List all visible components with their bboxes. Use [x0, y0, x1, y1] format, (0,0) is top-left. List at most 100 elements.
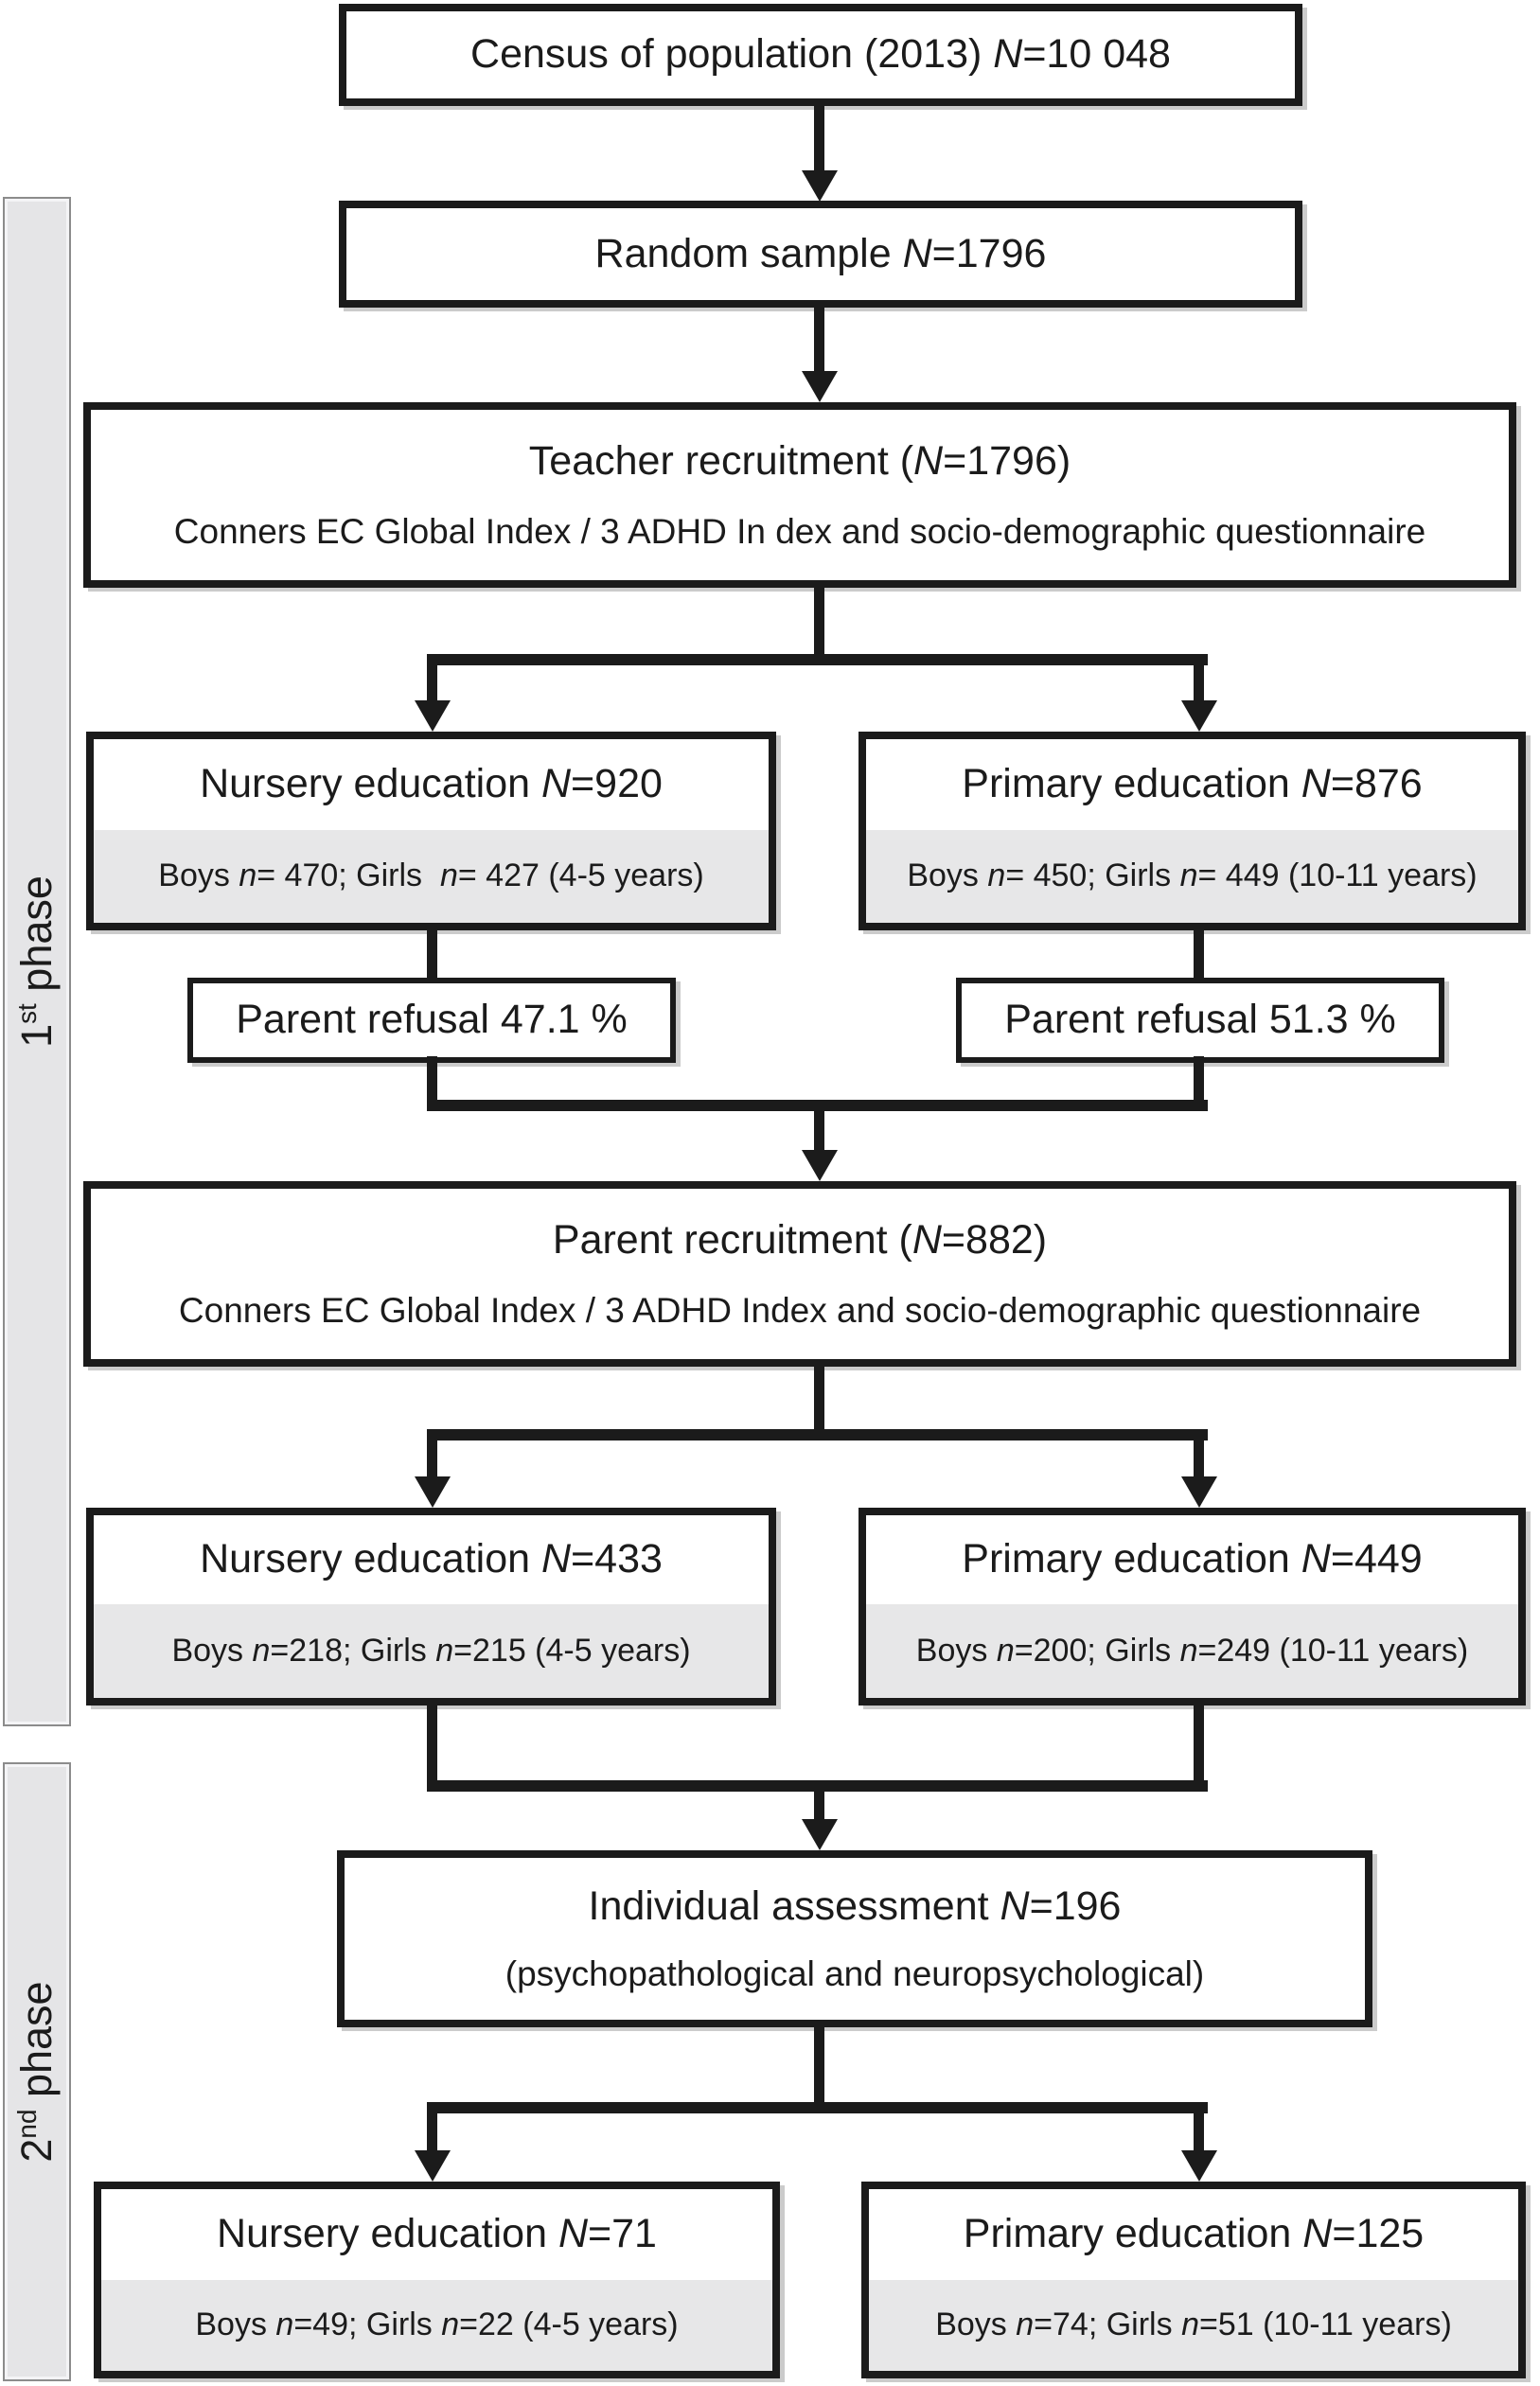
primary-phase2-title-value: =449	[1330, 1536, 1423, 1582]
arrowhead-down-icon	[1181, 1476, 1217, 1508]
primary-phase1-title-value: =876	[1330, 761, 1423, 807]
connector-line	[1194, 1701, 1204, 1786]
primary-phase2-box: Primary education N=449 Boys n=200; Girl…	[859, 1508, 1526, 1706]
parent-recruitment-box: Parent recruitment (N=882) Conners EC Gl…	[83, 1181, 1516, 1367]
nursery-phase1-title-value: =920	[571, 761, 663, 807]
phase1-word: phase	[12, 875, 61, 1004]
arrowhead-down-icon	[802, 1819, 838, 1850]
connector-line	[1194, 2102, 1204, 2154]
primary-phase3-title-zone: Primary education N=125	[869, 2189, 1518, 2280]
nursery-phase3-stats-band: Boys n=49; Girls n=22 (4-5 years)	[101, 2280, 772, 2371]
nursery-phase1-stats: Boys n= 470; Girls n= 427 (4-5 years)	[158, 858, 703, 893]
stats-text: Boys	[907, 857, 988, 894]
arrowhead-down-icon	[415, 700, 451, 732]
nursery-phase1-title-nvar: N	[540, 761, 572, 807]
stats-nvar: n	[1181, 2306, 1199, 2343]
stats-nvar: n	[435, 1632, 454, 1669]
nursery-phase1-title: Nursery education N=920	[200, 762, 663, 806]
nursery-phase2-box: Nursery education N=433 Boys n=218; Girl…	[86, 1508, 776, 1706]
stats-text: = 450; Girls	[1005, 857, 1180, 894]
primary-phase1-stats: Boys n= 450; Girls n= 449 (10-11 years)	[907, 858, 1477, 893]
connector-line	[427, 1701, 437, 1786]
stats-text: = 449 (10-11 years)	[1197, 857, 1478, 894]
primary-phase2-stats: Boys n=200; Girls n=249 (10-11 years)	[915, 1632, 1468, 1669]
nursery-phase1-box: Nursery education N=920 Boys n= 470; Gir…	[86, 732, 776, 930]
primary-phase2-title-nvar: N	[1301, 1536, 1331, 1582]
nursery-phase2-stats: Boys n=218; Girls n=215 (4-5 years)	[171, 1632, 690, 1669]
stats-text: Boys	[915, 1632, 997, 1669]
teacher-title-nvar: N	[913, 437, 944, 484]
teacher-recruitment-subtitle: Conners EC Global Index / 3 ADHD In dex …	[173, 511, 1426, 551]
nursery-phase2-title: Nursery education N=433	[200, 1537, 663, 1582]
arrowhead-down-icon	[1181, 2150, 1217, 2182]
primary-phase1-stats-band: Boys n= 450; Girls n= 449 (10-11 years)	[866, 830, 1518, 923]
connector-line	[427, 1429, 437, 1480]
phase1-label: 1st phase	[12, 875, 62, 1048]
nursery-phase3-stats: Boys n=49; Girls n=22 (4-5 years)	[195, 2307, 678, 2342]
phase1-number: 1	[12, 1023, 61, 1048]
random-title-value: =1796	[931, 230, 1047, 276]
parent-refusal-right-text: Parent refusal 51.3 %	[1004, 997, 1396, 1043]
primary-phase2-stats-band: Boys n=200; Girls n=249 (10-11 years)	[866, 1604, 1518, 1698]
teacher-recruitment-box: Teacher recruitment (N=1796) Conners EC …	[83, 402, 1516, 588]
phase2-number: 2	[12, 2138, 61, 2163]
phase1-ordinal: st	[12, 1003, 42, 1024]
nursery-phase3-title-zone: Nursery education N=71	[101, 2189, 772, 2280]
phase2-sidebar: 2nd phase	[3, 1762, 71, 2381]
primary-phase1-box: Primary education N=876 Boys n= 450; Gir…	[859, 732, 1526, 930]
connector-line	[814, 582, 824, 660]
primary-phase3-stats: Boys n=74; Girls n=51 (10-11 years)	[935, 2307, 1452, 2342]
connector-line	[427, 926, 437, 982]
random-title-text: Random sample	[594, 230, 903, 276]
nursery-phase1-stats-band: Boys n= 470; Girls n= 427 (4-5 years)	[94, 830, 769, 923]
arrowhead-down-icon	[1181, 700, 1217, 732]
connector-line	[814, 100, 824, 174]
stats-text: =51 (10-11 years)	[1198, 2306, 1452, 2343]
individual-assessment-title: Individual assessment N=196	[588, 1882, 1122, 1929]
primary-phase1-title-zone: Primary education N=876	[866, 739, 1518, 830]
stats-text: =74; Girls	[1034, 2306, 1182, 2343]
stats-nvar: n	[439, 857, 458, 894]
stats-text: =22 (4-5 years)	[459, 2306, 679, 2343]
parent-title-nvar: N	[912, 1216, 942, 1263]
primary-phase3-title-nvar: N	[1302, 2211, 1333, 2257]
primary-phase3-title-value: =125	[1332, 2211, 1425, 2257]
stats-text: Boys	[195, 2306, 276, 2343]
parent-refusal-left-text: Parent refusal 47.1 %	[236, 997, 628, 1043]
connector-line	[814, 2023, 824, 2108]
primary-phase1-title: Primary education N=876	[962, 762, 1422, 806]
nursery-phase1-title-text: Nursery education	[200, 761, 541, 807]
connector-line	[427, 2102, 437, 2154]
nursery-phase2-title-nvar: N	[540, 1536, 572, 1582]
assessment-title-text: Individual assessment	[588, 1882, 1000, 1929]
primary-phase2-title-text: Primary education	[962, 1536, 1301, 1582]
primary-phase2-title-zone: Primary education N=449	[866, 1515, 1518, 1604]
arrowhead-down-icon	[415, 1476, 451, 1508]
stats-text: = 427 (4-5 years)	[457, 857, 704, 894]
stats-nvar: n	[1016, 2306, 1035, 2343]
individual-assessment-subtitle: (psychopathological and neuropsychologic…	[504, 1953, 1205, 1993]
assessment-title-nvar: N	[1000, 1882, 1030, 1929]
primary-phase2-title: Primary education N=449	[962, 1537, 1422, 1582]
individual-assessment-box: Individual assessment N=196 (psychopatho…	[337, 1850, 1372, 2027]
teacher-title-value: =1796)	[943, 437, 1071, 484]
census-title: Census of population (2013) N=10 048	[470, 32, 1171, 77]
primary-phase3-stats-band: Boys n=74; Girls n=51 (10-11 years)	[869, 2280, 1518, 2371]
nursery-phase2-stats-band: Boys n=218; Girls n=215 (4-5 years)	[94, 1604, 769, 1698]
arrowhead-down-icon	[802, 371, 838, 402]
nursery-phase1-title-zone: Nursery education N=920	[94, 739, 769, 830]
census-box: Census of population (2013) N=10 048	[339, 4, 1302, 106]
phase1-sidebar: 1st phase	[3, 197, 71, 1726]
nursery-phase3-title-value: =71	[588, 2211, 657, 2257]
primary-phase3-box: Primary education N=125 Boys n=74; Girls…	[861, 2182, 1526, 2378]
connector-line	[427, 654, 437, 706]
stats-nvar: n	[275, 2306, 294, 2343]
phase2-word: phase	[12, 1981, 61, 2110]
nursery-phase2-title-value: =433	[571, 1536, 663, 1582]
arrowhead-down-icon	[802, 170, 838, 202]
primary-phase3-title: Primary education N=125	[964, 2212, 1424, 2256]
stats-text: Boys	[935, 2306, 1017, 2343]
stats-text: Boys	[158, 857, 239, 894]
nursery-phase3-title: Nursery education N=71	[217, 2212, 657, 2256]
